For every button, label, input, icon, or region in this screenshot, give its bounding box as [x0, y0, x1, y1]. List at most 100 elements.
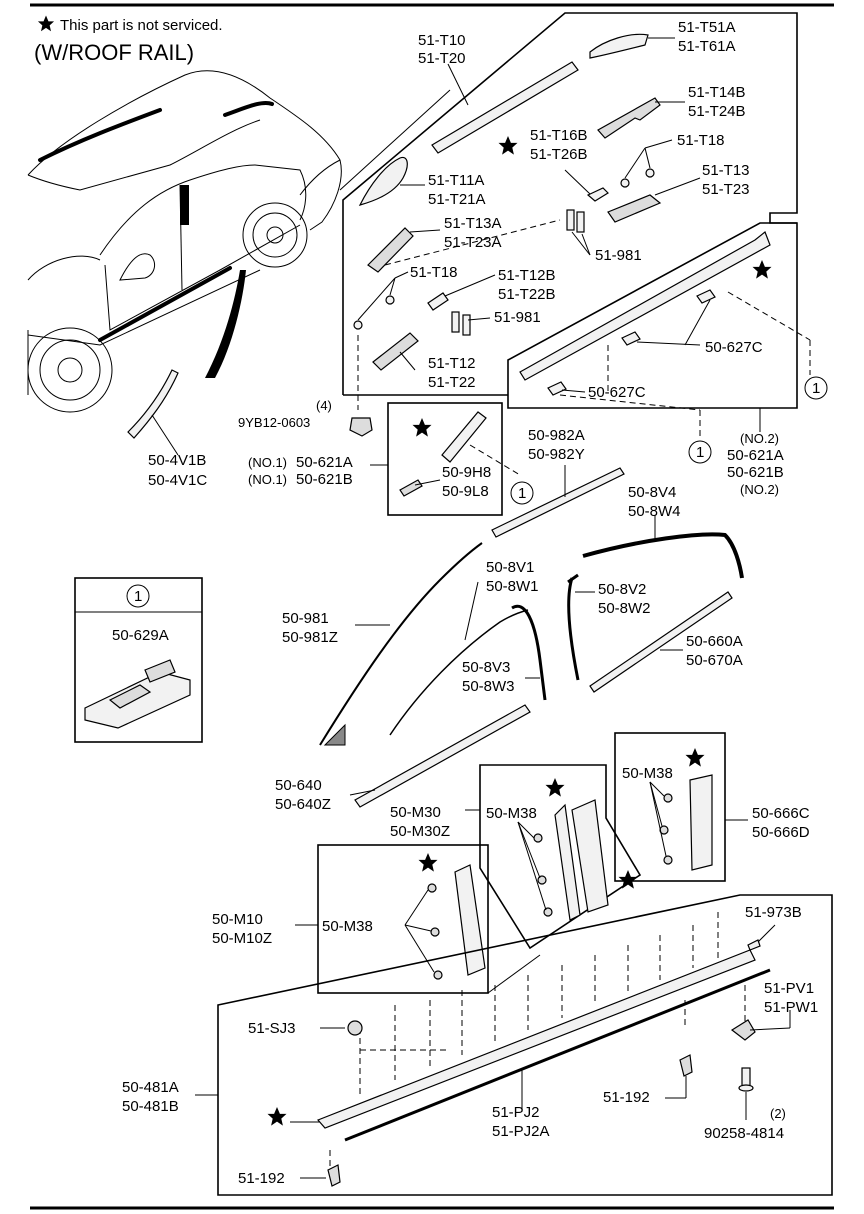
- label-50-m30z: 50-M30Z: [390, 823, 450, 840]
- circled-number-icon: [126, 584, 150, 608]
- part-50-640: 50-640 50-640Z: [275, 704, 531, 813]
- label-50-4v1b: 50-4V1B: [148, 452, 206, 469]
- callout-ref-c: 1: [518, 485, 526, 502]
- label-50-m38-a: 50-M38: [322, 918, 373, 935]
- part-50-m30: 50-M38 50-M30 50-M30Z: [390, 778, 638, 921]
- part-51-t18-lower: 51-T18: [353, 264, 458, 330]
- page-title: (W/ROOF RAIL): [34, 40, 194, 65]
- callout-ref-b: 1: [696, 444, 704, 461]
- label-9yb12-0603: 9YB12-0603: [238, 415, 310, 430]
- label-50-8v3: 50-8V3: [462, 659, 510, 676]
- label-50-8w4: 50-8W4: [628, 503, 681, 520]
- label-50-621b-right: 50-621B: [727, 464, 784, 481]
- part-51-t18-top: 51-T18: [620, 132, 725, 188]
- part-51-192-mid: 51-192: [603, 1054, 693, 1106]
- label-50-m38-c: 50-M38: [622, 765, 673, 782]
- part-50-4v1b: 50-4V1B 50-4V1C: [127, 369, 207, 489]
- star-icon: [267, 1107, 287, 1126]
- label-51-t26b: 51-T26B: [530, 146, 588, 163]
- part-51-t13: 51-T13 51-T23: [607, 162, 750, 223]
- star-icon: [37, 15, 55, 32]
- label-50-660a: 50-660A: [686, 633, 743, 650]
- part-9yb12-0603: (4) 9YB12-0603: [238, 398, 373, 437]
- label-51-t61a: 51-T61A: [678, 38, 736, 55]
- label-50-627c-b: 50-627C: [588, 384, 646, 401]
- part-51-t11a: 51-T11A 51-T21A: [358, 156, 486, 208]
- part-51-192-bottom: 51-192: [238, 1164, 341, 1187]
- part-51-981-lower: 51-981: [451, 309, 541, 336]
- label-51-t18-lower: 51-T18: [410, 264, 458, 281]
- star-icon: [685, 748, 705, 767]
- label-50-m30: 50-M30: [390, 804, 441, 821]
- label-50-981z: 50-981Z: [282, 629, 338, 646]
- qty-4: (4): [316, 398, 332, 413]
- label-51-t10: 51-T10: [418, 32, 466, 49]
- header: This part is not serviced. (W/ROOF RAIL): [34, 15, 223, 65]
- label-50-8v2: 50-8V2: [598, 581, 646, 598]
- roof-rail-group-box: [342, 12, 798, 395]
- label-51-t12: 51-T12: [428, 355, 476, 372]
- label-50-982y: 50-982Y: [528, 446, 585, 463]
- label-51-t23: 51-T23: [702, 181, 750, 198]
- part-50-621a-no1: 1 (NO.1) 50-621A (NO.1) 50-621B 50-9H8 5…: [248, 411, 534, 505]
- label-no1-b: (NO.1): [248, 472, 287, 487]
- label-51-t20: 51-T20: [418, 50, 466, 67]
- label-51-t13: 51-T13: [702, 162, 750, 179]
- label-51-pj2: 51-PJ2: [492, 1104, 540, 1121]
- circled-number-icon: [804, 376, 828, 400]
- label-51-sj3: 51-SJ3: [248, 1020, 296, 1037]
- callout-ref-a: 1: [812, 380, 820, 397]
- label-50-8w1: 50-8W1: [486, 578, 539, 595]
- circled-number-icon: [510, 481, 534, 505]
- label-50-8v4: 50-8V4: [628, 484, 676, 501]
- side-sill-box: [217, 894, 833, 1196]
- star-icon: [412, 418, 432, 437]
- label-50-9h8: 50-9H8: [442, 464, 491, 481]
- label-50-627c-a: 50-627C: [705, 339, 763, 356]
- label-50-481b: 50-481B: [122, 1098, 179, 1115]
- part-90258-4814: (2) 90258-4814: [704, 1067, 786, 1142]
- part-51-973b: 51-973B: [745, 904, 802, 951]
- label-51-t24b: 51-T24B: [688, 103, 746, 120]
- label-50-982a: 50-982A: [528, 427, 585, 444]
- label-50-621b-left: 50-621B: [296, 471, 353, 488]
- part-50-8v2: 50-8V2 50-8W2: [567, 573, 651, 681]
- label-50-m10: 50-M10: [212, 911, 263, 928]
- label-50-m38-b: 50-M38: [486, 805, 537, 822]
- label-51-t22b: 51-T22B: [498, 286, 556, 303]
- part-50-660a: 50-660A 50-670A: [589, 591, 743, 693]
- callout-detail-box: 1 50-629A: [74, 577, 203, 743]
- label-50-640z: 50-640Z: [275, 796, 331, 813]
- label-50-9l8: 50-9L8: [442, 483, 489, 500]
- label-51-192-bottom: 51-192: [238, 1170, 285, 1187]
- label-no2-b: (NO.2): [740, 482, 779, 497]
- part-51-pj2: 51-PJ2 51-PJ2A: [492, 1068, 550, 1140]
- label-51-t12b: 51-T12B: [498, 267, 556, 284]
- part-51-t16b: 51-T16B 51-T26B: [530, 127, 609, 202]
- label-51-t16b: 51-T16B: [530, 127, 588, 144]
- label-50-8w2: 50-8W2: [598, 600, 651, 617]
- label-50-666c: 50-666C: [752, 805, 810, 822]
- part-50-m10: 50-M38 50-M10 50-M10Z: [212, 853, 486, 980]
- part-50-8v4: 50-8V4 50-8W4: [582, 484, 744, 579]
- qty-2: (2): [770, 1106, 786, 1121]
- part-51-t10: 51-T10 51-T20: [418, 32, 579, 155]
- label-51-192-mid: 51-192: [603, 1089, 650, 1106]
- label-51-981-lower: 51-981: [494, 309, 541, 326]
- label-50-8w3: 50-8W3: [462, 678, 515, 695]
- label-51-t11a: 51-T11A: [428, 172, 484, 189]
- label-no1-a: (NO.1): [248, 455, 287, 470]
- label-51-t21a: 51-T21A: [428, 191, 486, 208]
- label-50-621a-left: 50-621A: [296, 454, 353, 471]
- part-50-981: 50-981 50-981Z: [282, 542, 483, 746]
- star-icon: [418, 853, 438, 872]
- part-51-981-top: 51-981: [566, 209, 642, 264]
- label-no2-a: (NO.2): [740, 431, 779, 446]
- rail-moulding-box: [507, 222, 798, 409]
- label-50-640: 50-640: [275, 777, 322, 794]
- circled-number-icon: [688, 440, 712, 464]
- part-51-t14b: 51-T14B 51-T24B: [597, 84, 746, 139]
- label-51-pj2a: 51-PJ2A: [492, 1123, 550, 1140]
- part-51-pv1: 51-PV1 51-PW1: [730, 980, 818, 1041]
